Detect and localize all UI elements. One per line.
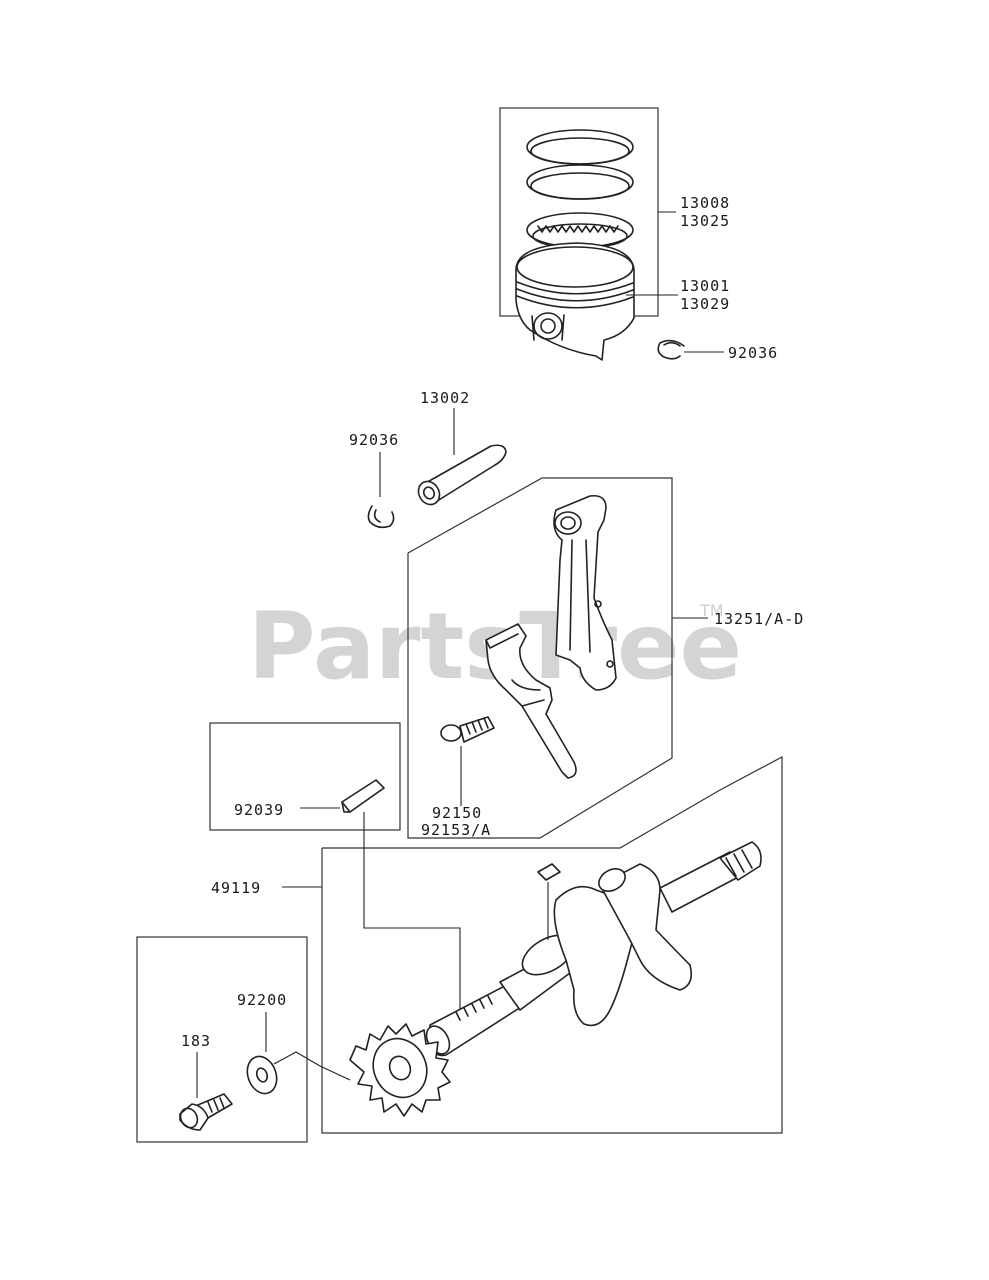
callout-49119[interactable]: 49119 [211, 879, 261, 897]
callout-13002[interactable]: 13002 [420, 389, 470, 407]
rod-bolt[interactable] [440, 716, 495, 743]
callout-183[interactable]: 183 [181, 1032, 211, 1050]
callout-13251-a-d[interactable]: 13251/A-D [714, 610, 804, 628]
callout-13001[interactable]: 13001 [680, 277, 730, 295]
crankshaft-frame [321, 756, 783, 1134]
connecting-rod-frame [407, 477, 673, 839]
connecting-rod[interactable] [485, 494, 617, 779]
circlip-left[interactable] [367, 505, 395, 529]
watermark-trademark: TM [699, 601, 724, 620]
callout-92036-right[interactable]: 92036 [728, 344, 778, 362]
callout-13008[interactable]: 13008 [680, 194, 730, 212]
callout-92036-left[interactable]: 92036 [349, 431, 399, 449]
piston[interactable] [515, 242, 635, 361]
small-end-bore [554, 511, 582, 535]
timing-gear[interactable] [349, 1023, 451, 1117]
key-frame [209, 722, 401, 831]
crank-key [537, 863, 561, 881]
circlip-right[interactable] [657, 339, 685, 360]
washer[interactable] [242, 1052, 281, 1097]
callout-13029[interactable]: 13029 [680, 295, 730, 313]
callout-92153-a[interactable]: 92153/A [421, 821, 491, 839]
bolt-washer-frame [136, 936, 308, 1143]
rod-cap [485, 623, 577, 779]
callout-92039[interactable]: 92039 [234, 801, 284, 819]
pin-boss [533, 312, 563, 340]
bolt[interactable] [178, 1093, 233, 1131]
crankshaft[interactable] [422, 841, 762, 1058]
callout-92150[interactable]: 92150 [432, 804, 482, 822]
callout-13025[interactable]: 13025 [680, 212, 730, 230]
piston-pin[interactable] [414, 444, 507, 508]
key[interactable] [341, 779, 385, 813]
callout-92200[interactable]: 92200 [237, 991, 287, 1009]
